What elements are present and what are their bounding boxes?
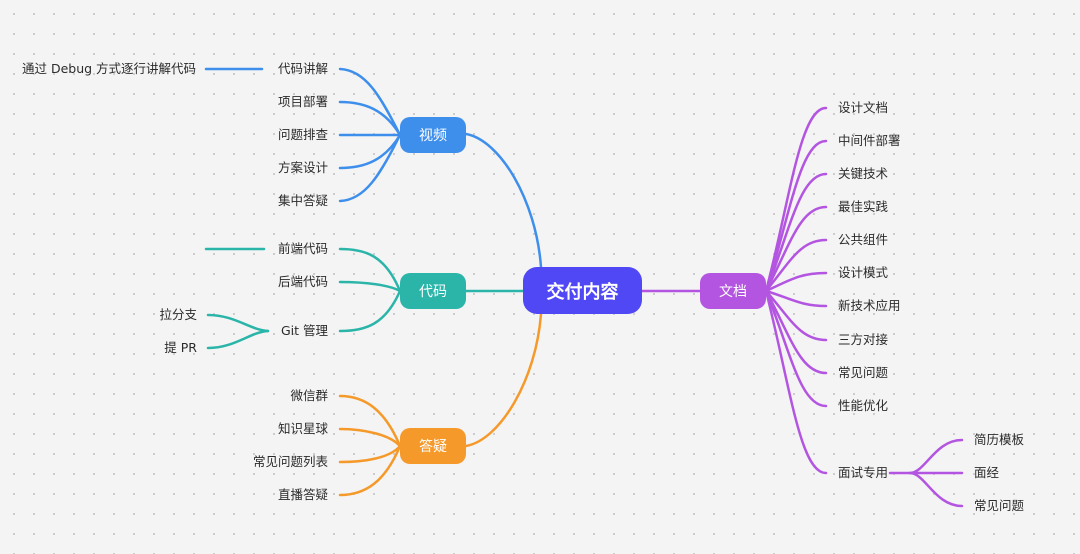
qa-item[interactable]: 直播答疑 [277,487,328,502]
connector-docs-item-5 [764,238,828,293]
connector-video-item-1 [338,67,402,137]
docs-item[interactable]: 关键技术 [838,166,889,181]
connector-code-item-2 [338,280,402,293]
connector-interview-3 [908,471,964,508]
connector-docs-item-10 [764,289,828,408]
qa-item[interactable]: 常见问题列表 [252,454,328,469]
connector-docs-item-3 [764,172,828,293]
docs-item[interactable]: 性能优化 [838,398,889,413]
branch-video[interactable]: 视频 [400,117,466,153]
interview-child[interactable]: 常见问题 [974,498,1025,513]
video-item[interactable]: 问题排查 [277,127,328,142]
connector-git-branch [206,313,270,333]
connector-docs-item-4 [764,205,828,293]
interview-child[interactable]: 面经 [974,465,1000,480]
video-connectors [204,67,543,269]
docs-item[interactable]: 面试专用 [838,465,889,480]
docs-item[interactable]: 公共组件 [838,232,889,247]
docs-connectors [640,106,964,508]
docs-item[interactable]: 最佳实践 [838,199,889,214]
connector-code-item-3 [338,289,402,333]
interview-child[interactable]: 简历模板 [974,432,1025,447]
docs-item[interactable]: 三方对接 [838,332,889,347]
connector-root-qa [464,312,543,448]
connector-docs-item-8 [764,289,828,342]
code-item[interactable]: 前端代码 [277,241,328,256]
connector-video-item-2 [338,100,402,137]
connector-video-item-5 [338,133,402,203]
git-child[interactable]: 拉分支 [159,307,197,322]
connector-git-pr [206,329,270,350]
video-item[interactable]: 集中答疑 [277,193,328,208]
video-item[interactable]: 项目部署 [277,94,328,109]
code-item[interactable]: Git 管理 [280,323,328,338]
qa-item[interactable]: 微信群 [290,388,328,403]
branch-qa[interactable]: 答疑 [400,428,466,464]
connector-interview-1 [888,438,964,475]
connector-docs-item-2 [764,139,828,293]
connector-docs-item-7 [764,289,828,308]
docs-item[interactable]: 常见问题 [838,365,889,380]
docs-item[interactable]: 中间件部署 [838,133,901,148]
branch-code[interactable]: 代码 [400,273,466,309]
video-item[interactable]: 方案设计 [277,160,328,175]
connector-docs-item-9 [764,289,828,375]
docs-item[interactable]: 设计模式 [838,265,889,280]
docs-item[interactable]: 新技术应用 [838,298,901,313]
connector-root-video [464,132,543,269]
docs-item[interactable]: 设计文档 [838,100,889,115]
connector-docs-item-1 [764,106,828,293]
code-connectors [204,247,525,350]
code-item[interactable]: 后端代码 [277,274,328,289]
root-node[interactable]: 交付内容 [523,267,642,314]
connector-qa-item-2 [338,427,402,448]
connector-qa-item-3 [338,444,402,464]
connector-docs-item-11 [764,289,828,475]
connector-qa-item-4 [338,444,402,497]
branch-docs[interactable]: 文档 [700,273,766,309]
connector-code-item-1 [338,247,402,293]
qa-connectors [338,312,543,497]
qa-item[interactable]: 知识星球 [277,421,328,436]
video-item[interactable]: 代码讲解 [277,61,328,76]
git-child[interactable]: 提 PR [164,340,197,355]
connector-docs-item-6 [764,271,828,293]
connector-qa-item-1 [338,394,402,448]
video-note[interactable]: 通过 Debug 方式逐行讲解代码 [22,61,197,76]
